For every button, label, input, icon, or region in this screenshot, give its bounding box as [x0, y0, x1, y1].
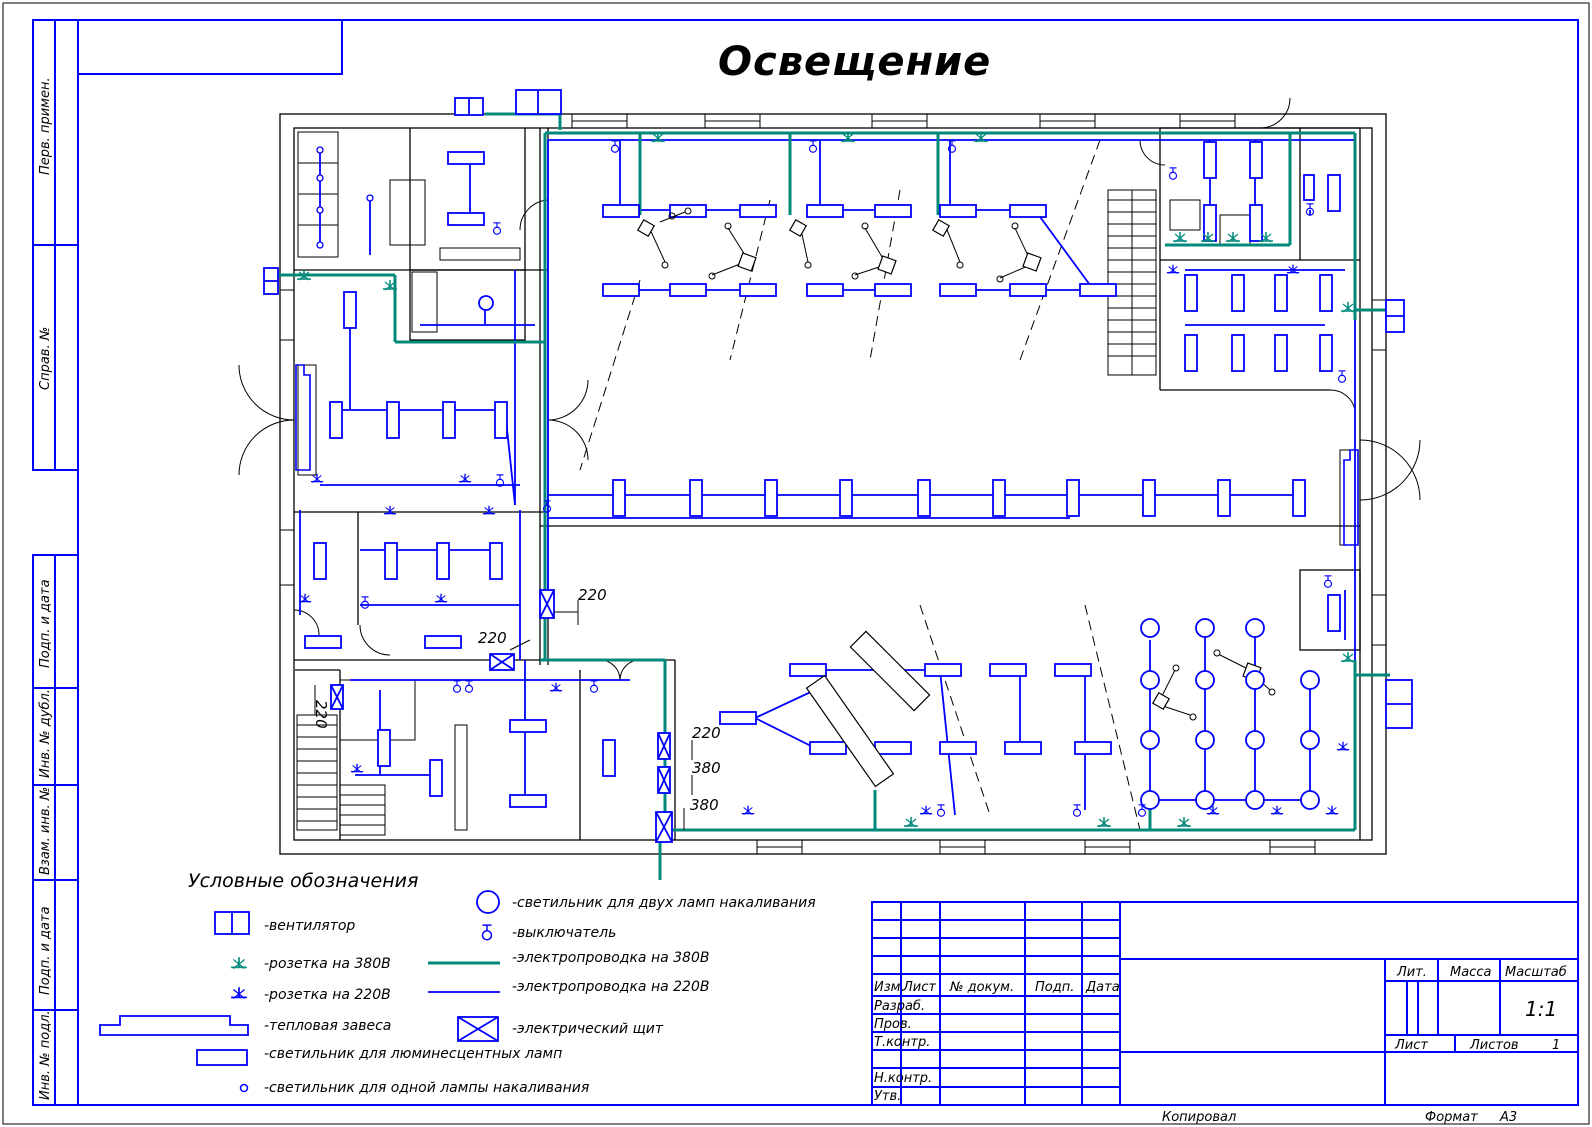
staircase-right	[1107, 189, 1157, 376]
stamp-podp: Подп.	[1035, 980, 1074, 995]
legend-label-fluorescent: -светильник для люминесцентных ламп	[264, 1046, 562, 1062]
side-label-perv: Перв. примен.	[38, 77, 53, 175]
electrical-panels	[330, 589, 673, 843]
doors	[238, 97, 1421, 681]
stamp-nkontr: Н.контр.	[874, 1071, 932, 1086]
legend-label-wire380: -электропроводка на 380В	[512, 950, 709, 966]
stamp-razrab: Разраб.	[874, 999, 925, 1014]
legend-heading: Условные обозначения	[188, 870, 418, 892]
side-label-sprav: Справ. №	[38, 327, 53, 390]
switches	[360, 140, 1347, 817]
drawing-title: Освещение	[718, 39, 991, 85]
side-label-vzam: Взам. инв. №	[38, 787, 53, 875]
legend-label-socket380: -розетка на 380В	[264, 956, 391, 972]
stamp-list: Лист	[902, 980, 936, 995]
title-block	[871, 901, 1579, 1106]
panel-label-4: 220	[692, 724, 721, 742]
socket-220-icon	[230, 986, 248, 1000]
legend-label-double-lamp: -светильник для двух ламп накаливания	[512, 895, 816, 911]
legend-label-panel: -электрический щит	[512, 1021, 664, 1037]
stamp-izm: Изм.	[874, 980, 905, 995]
panel-voltage-labels: 220 220 220 220 380 380	[312, 586, 721, 814]
fluorescent-lamp-icon	[196, 1049, 248, 1066]
top-left-box	[77, 19, 343, 75]
side-stamp-labels: Перв. примен. Справ. № Подп. и дата Инв.…	[38, 77, 53, 1100]
stamp-format-value: А3	[1499, 1110, 1517, 1125]
windows	[279, 113, 1387, 855]
stamp-utv: Утв.	[874, 1089, 901, 1104]
legend: Условные обозначения -вентилятор -розетк…	[99, 870, 816, 1096]
stamp-format-label: Формат	[1425, 1110, 1478, 1125]
stamp-scale-value: 1:1	[1525, 997, 1557, 1021]
stamp-sheet-label: Лист	[1394, 1038, 1428, 1053]
stamp-prov: Пров.	[874, 1017, 912, 1032]
title-block-text: Изм. Лист № докум. Подп. Дата Разраб. Пр…	[874, 965, 1567, 1125]
panel-label-1: 220	[578, 586, 607, 604]
tilted-fixtures	[805, 630, 931, 788]
fluorescent-fixtures	[304, 141, 1341, 808]
stamp-copied: Копировал	[1162, 1110, 1236, 1125]
double-lamp-icon	[476, 890, 500, 914]
wiring-380v	[275, 112, 1390, 880]
dashed-zone-lines	[579, 139, 1141, 831]
stamp-tkontr: Т.контр.	[874, 1035, 930, 1050]
fans	[263, 89, 1413, 729]
double-lamp-fixtures	[478, 295, 1320, 810]
legend-label-single-lamp: -светильник для одной лампы накаливания	[264, 1080, 589, 1096]
fan-icon	[214, 911, 250, 935]
heat-curtains	[295, 364, 1359, 546]
staircase-left	[296, 714, 386, 836]
stamp-masshtab: Масштаб	[1505, 965, 1567, 980]
side-label-inv-dubl: Инв. № дубл.	[38, 689, 53, 778]
panel-label-5: 380	[692, 759, 721, 777]
stamp-sheets-value: 1	[1552, 1038, 1560, 1053]
panel-label-3: 220	[312, 700, 330, 729]
legend-label-switch: -выключатель	[512, 925, 616, 941]
panel-label-6: 380	[690, 796, 719, 814]
legend-label-wire220: -электропроводка на 220В	[512, 979, 709, 995]
stamp-ndokum: № докум.	[949, 980, 1014, 995]
switch-icon	[481, 924, 493, 941]
single-lamp-icon	[239, 1083, 249, 1093]
side-label-inv-podl: Инв. № подл.	[38, 1010, 53, 1100]
legend-label-socket220: -розетка на 220В	[264, 987, 391, 1003]
panel-icon	[457, 1016, 499, 1042]
legend-label-fan: -вентилятор	[264, 918, 355, 934]
drawing-frame	[77, 19, 1579, 1106]
side-label-podp2: Подп. и дата	[38, 906, 53, 995]
stamp-sheets-label: Листов	[1469, 1038, 1519, 1053]
heat-curtain-icon	[99, 1015, 249, 1036]
sockets-380	[296, 131, 1356, 828]
socket-380-icon	[230, 956, 248, 970]
small-lamps	[316, 146, 374, 249]
stamp-lit: Лит.	[1396, 965, 1427, 980]
stamp-data: Дата	[1085, 980, 1120, 995]
legend-label-heat-curtain: -тепловая завеса	[264, 1018, 391, 1034]
panel-label-2: 220	[478, 629, 507, 647]
side-stamp	[32, 19, 79, 1106]
room-equipment	[297, 131, 1359, 831]
panel-leader-lines	[314, 600, 693, 830]
stamp-massa: Масса	[1450, 965, 1491, 980]
side-label-podp1: Подп. и дата	[38, 579, 53, 668]
single-lamp-fixtures	[647, 207, 1276, 721]
